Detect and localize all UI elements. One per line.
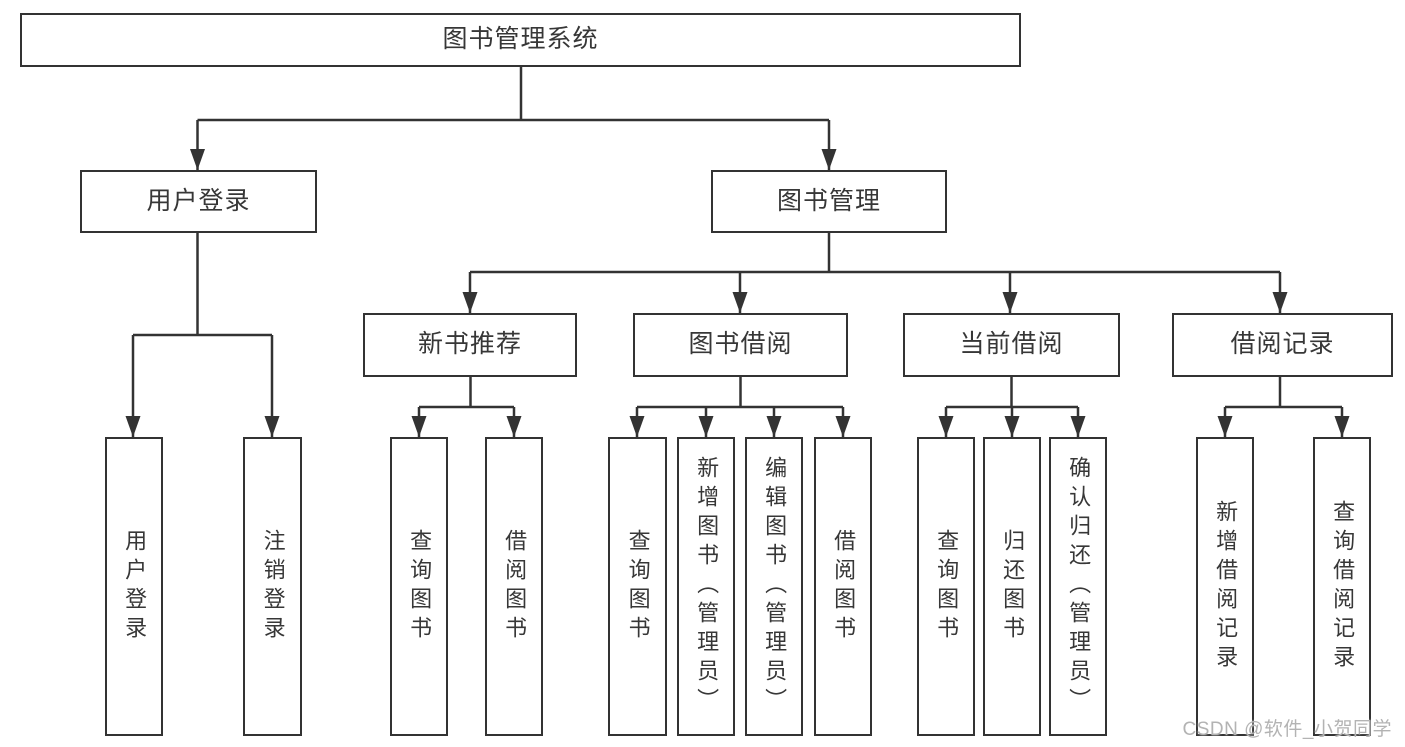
arrow-down-icon — [629, 416, 645, 437]
leaf-borrow-books-borrowing: 借阅图书 — [814, 437, 872, 736]
leaf-query-books-borrowing: 查询图书 — [608, 437, 667, 736]
leaf-query-books-recommendation: 查询图书 — [390, 437, 448, 736]
arrow-down-icon — [1004, 416, 1020, 437]
arrow-down-icon — [190, 149, 205, 170]
arrow-down-icon — [1217, 416, 1233, 437]
arrowheads — [125, 149, 1350, 437]
arrow-down-icon — [821, 149, 837, 170]
arrow-down-icon — [462, 292, 478, 313]
node-root: 图书管理系统 — [20, 13, 1021, 67]
leaf-edit-book-admin: 编辑图书（管理员） — [745, 437, 803, 736]
connector-edges — [131, 67, 1344, 437]
arrow-down-icon — [411, 416, 427, 437]
node-book-management: 图书管理 — [711, 170, 947, 233]
arrow-down-icon — [698, 416, 714, 437]
node-book-borrowing: 图书借阅 — [633, 313, 848, 377]
arrow-down-icon — [938, 416, 954, 437]
leaf-add-borrow-record: 新增借阅记录 — [1196, 437, 1254, 736]
watermark: CSDN @软件_小贺同学 — [1182, 719, 1392, 740]
arrow-down-icon — [1272, 292, 1288, 313]
leaf-confirm-return-admin: 确认归还（管理员） — [1049, 437, 1107, 736]
arrow-down-icon — [766, 416, 782, 437]
arrow-down-icon — [125, 416, 141, 437]
arrow-down-icon — [1002, 292, 1018, 313]
node-current-borrowing: 当前借阅 — [903, 313, 1120, 377]
leaf-borrow-books-recommendation: 借阅图书 — [485, 437, 543, 736]
arrow-down-icon — [835, 416, 851, 437]
leaf-logout-login: 注销登录 — [243, 437, 302, 736]
arrow-down-icon — [1334, 416, 1350, 437]
leaf-user-login: 用户登录 — [105, 437, 163, 736]
leaf-query-borrow-record: 查询借阅记录 — [1313, 437, 1371, 736]
leaf-query-books-current: 查询图书 — [917, 437, 975, 736]
node-user-login: 用户登录 — [80, 170, 317, 233]
arrow-down-icon — [506, 416, 522, 437]
node-new-book-recommendation: 新书推荐 — [363, 313, 577, 377]
leaf-return-book: 归还图书 — [983, 437, 1041, 736]
node-borrowing-records: 借阅记录 — [1172, 313, 1393, 377]
arrow-down-icon — [732, 292, 748, 313]
arrow-down-icon — [264, 416, 280, 437]
arrow-down-icon — [1070, 416, 1086, 437]
leaf-add-book-admin: 新增图书（管理员） — [677, 437, 735, 736]
